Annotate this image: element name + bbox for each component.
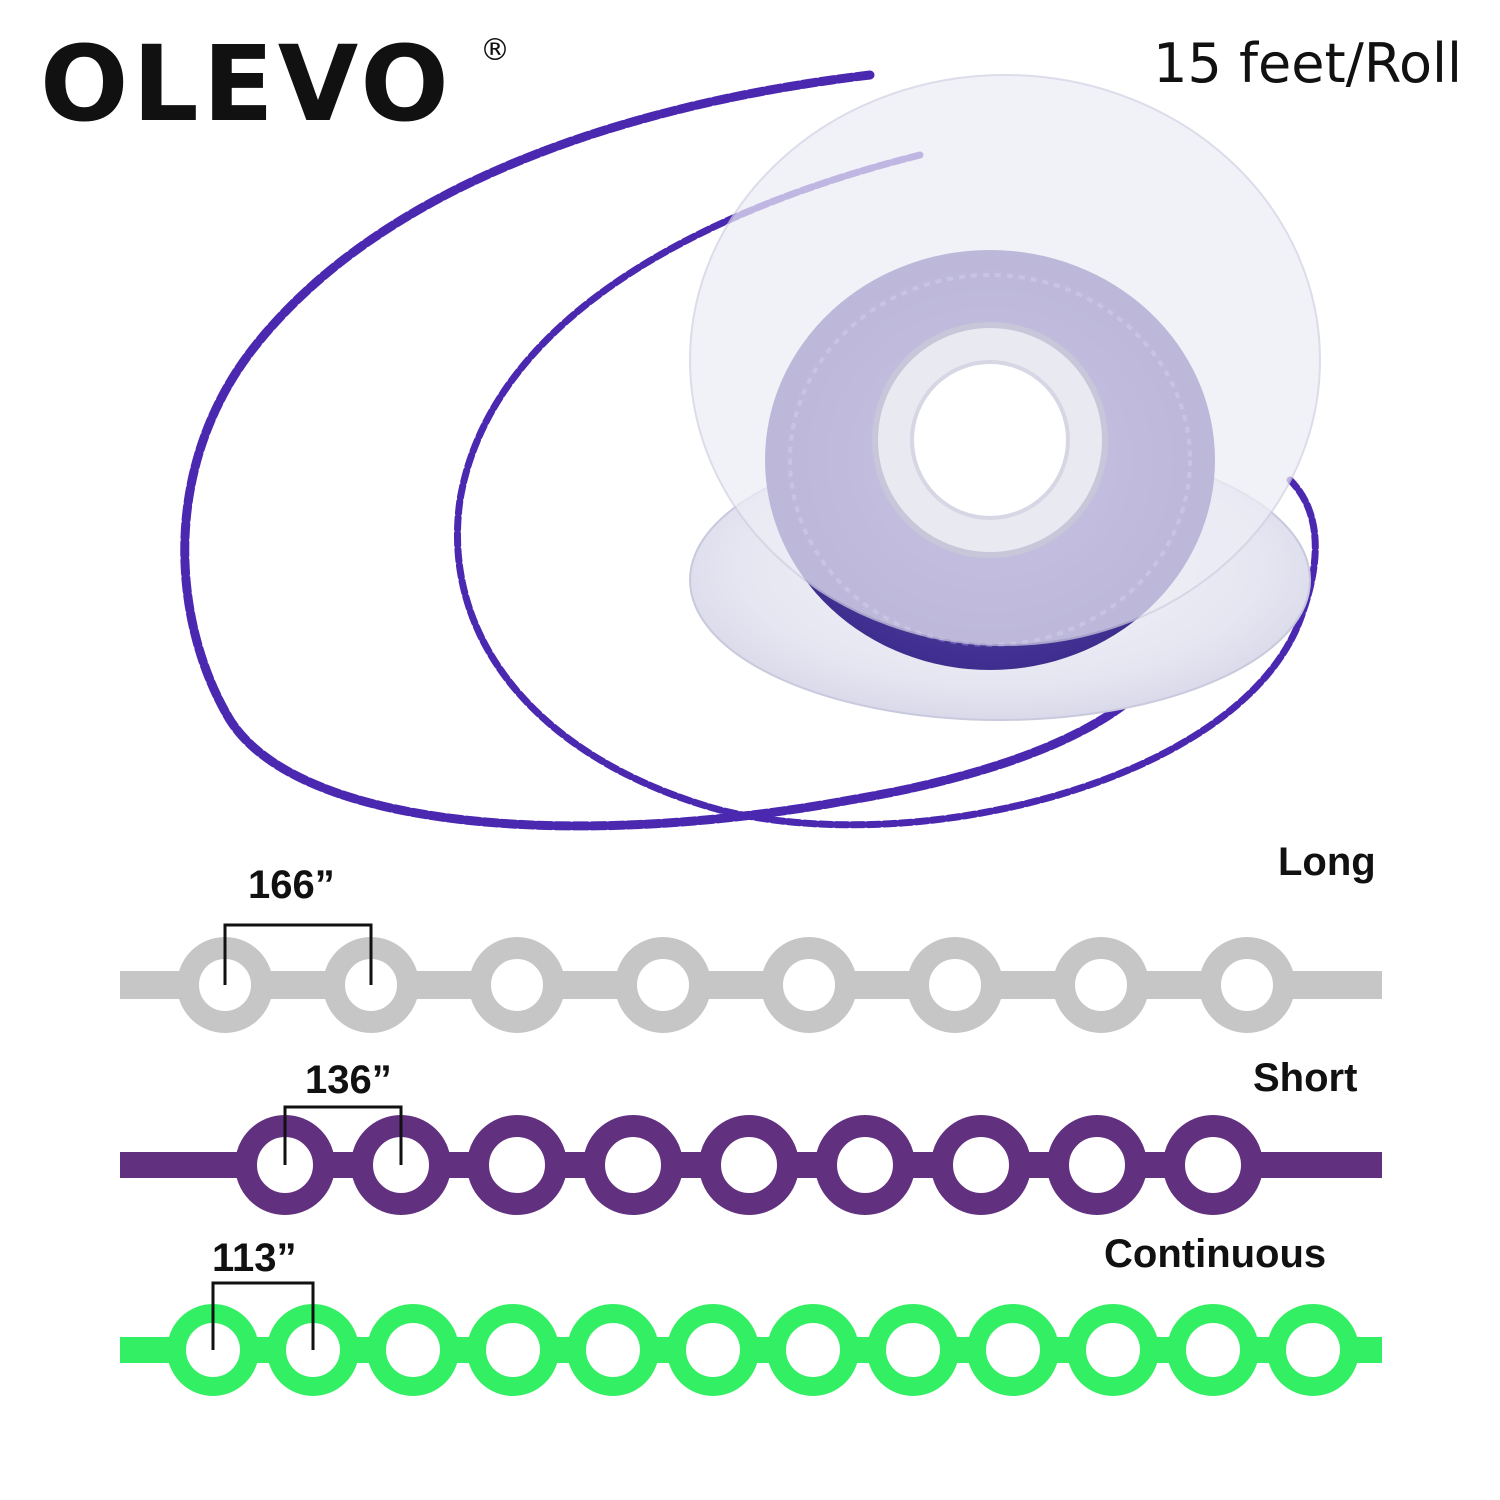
chain-long [120, 923, 1382, 1033]
chain-ring [467, 1115, 567, 1215]
spacing-short: 136” [305, 1058, 392, 1102]
chain-ring [469, 937, 565, 1033]
chain-ring [1199, 937, 1295, 1033]
chain-bar [120, 971, 1382, 999]
chain-ring [567, 1304, 659, 1396]
olevo-logo: OLEVO ® [40, 23, 510, 132]
chain-loop-inner [453, 151, 1319, 829]
chain-ring [615, 937, 711, 1033]
chain-ring [1167, 1304, 1259, 1396]
label-long: Long [1278, 840, 1376, 884]
spacing-continuous: 113” [212, 1236, 297, 1280]
chain-ring [867, 1304, 959, 1396]
chain-ring [767, 1304, 859, 1396]
spacing-long: 166” [248, 863, 335, 907]
chain-ring [1163, 1115, 1263, 1215]
chain-ring [467, 1304, 559, 1396]
chain-ring [761, 937, 857, 1033]
chain-ring [583, 1115, 683, 1215]
chain-ring [907, 937, 1003, 1033]
chain-type-diagram [120, 923, 1382, 1396]
chain-loop-outer [180, 70, 1185, 831]
chain-ring [367, 1304, 459, 1396]
chain-ring [667, 1304, 759, 1396]
chain-short [120, 1105, 1382, 1215]
chain-ring [931, 1115, 1031, 1215]
chain-ring [1067, 1304, 1159, 1396]
spacing-bracket [211, 1281, 315, 1350]
chain-ring [815, 1115, 915, 1215]
spool-hub-hole [910, 360, 1070, 520]
chain-ring [1053, 937, 1149, 1033]
label-short: Short [1253, 1056, 1358, 1100]
spacing-bracket [283, 1105, 403, 1165]
chain-spool-illustration [180, 70, 1321, 831]
label-continuous: Continuous [1104, 1232, 1327, 1276]
chain-ring [1047, 1115, 1147, 1215]
registered-mark: ® [480, 33, 510, 68]
chain-ring [967, 1304, 1059, 1396]
roll-length-label: 15 feet/Roll [1153, 32, 1462, 95]
logo-text: OLEVO [40, 23, 453, 132]
spacing-bracket [223, 923, 373, 985]
chain-ring [699, 1115, 799, 1215]
chain-continuous [120, 1281, 1382, 1396]
chain-ring [1267, 1304, 1359, 1396]
